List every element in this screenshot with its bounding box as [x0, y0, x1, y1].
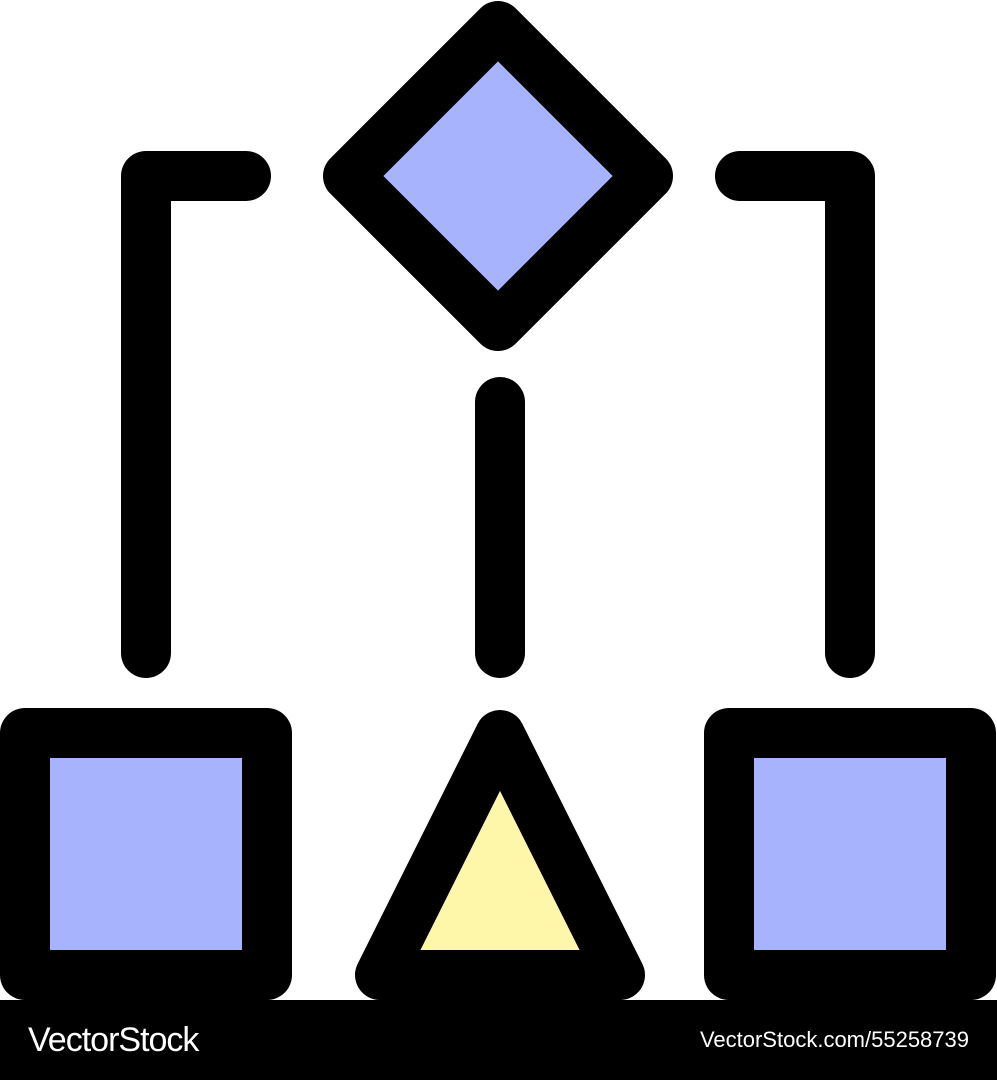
- flowchart-icon: [0, 1, 996, 1000]
- watermark-footer: VectorStock VectorStock.com/55258739: [0, 1000, 997, 1080]
- vectorstock-logo: VectorStock: [28, 1021, 199, 1059]
- connector-left: [121, 151, 271, 678]
- merge-triangle: [355, 710, 645, 1000]
- process-square-left: [0, 708, 292, 1000]
- process-square-right: [704, 708, 996, 1000]
- decision-diamond: [323, 1, 673, 351]
- connector-right: [715, 151, 875, 678]
- image-id: VectorStock.com/55258739: [699, 1027, 969, 1052]
